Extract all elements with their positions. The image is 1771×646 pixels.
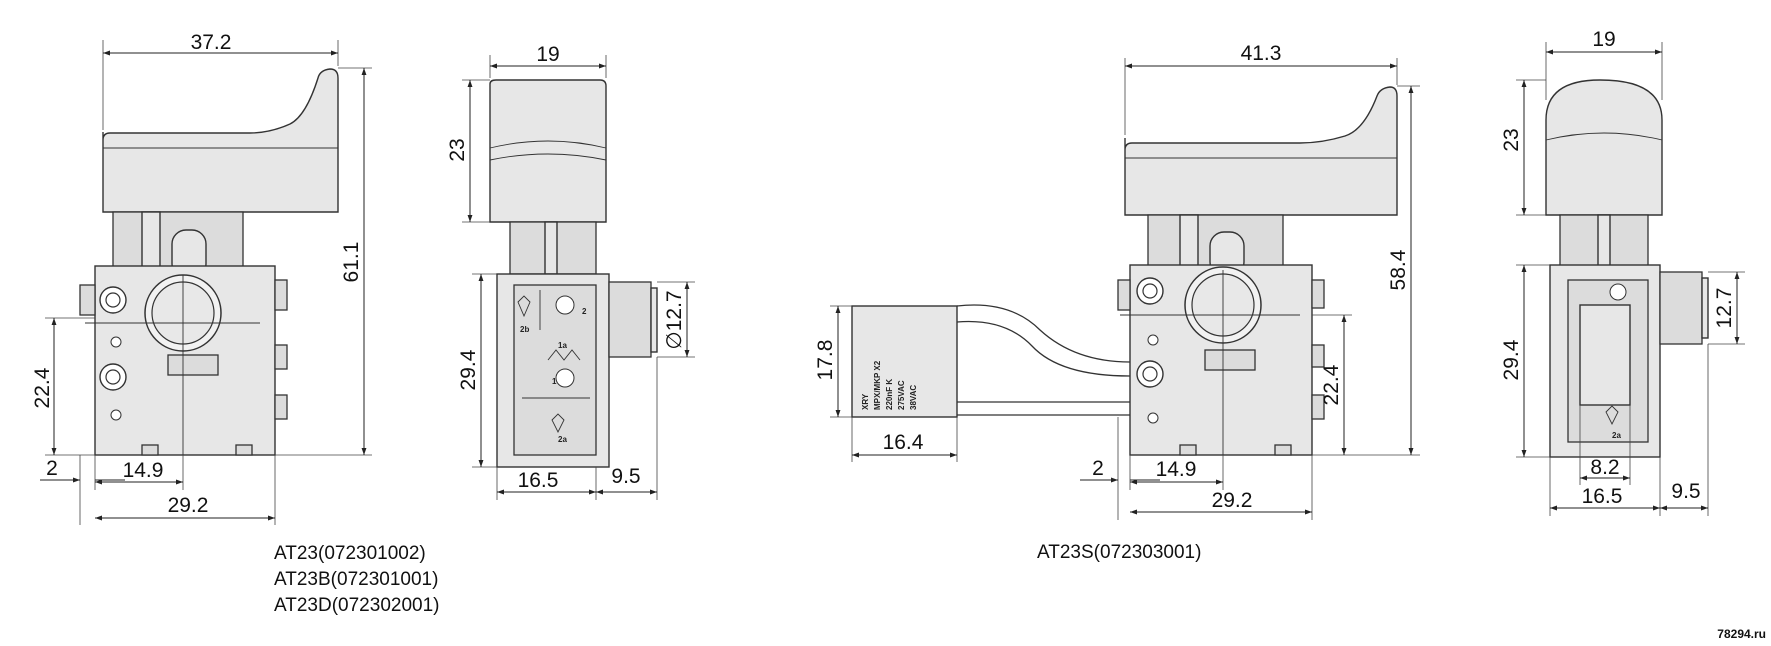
at23s-side-width-shaft-label: 9.5 (1671, 480, 1700, 503)
capacitor-label-line-2: 275VAC (897, 380, 906, 410)
at23s-screw-top-icon (1136, 277, 1164, 305)
at23-side-trigger (489, 79, 607, 223)
at23-screw-bottom-icon (99, 363, 127, 391)
capacitor-wire-top (956, 304, 1131, 363)
at23s-capacitor: MPX/MKP X2 220nF K 275VAC XRY 38VAC 17.8… (814, 304, 1131, 462)
at23-front-screw-spacing-label: 14.9 (123, 459, 164, 482)
at23-terminal-1a: 1a (558, 341, 567, 350)
at23s-side-shaft (1659, 271, 1703, 345)
at23-side-height-trigger-label: 23 (446, 138, 469, 161)
at23-model-list: AT23(072301002) AT23B(072301001) AT23D(0… (274, 543, 439, 616)
capacitor-label-line-1: 220nF K (885, 379, 894, 410)
at23-side-width-shaft-label: 9.5 (611, 465, 640, 488)
at23-front-height-lower-label: 22.4 (31, 367, 54, 408)
at23-screw-top-icon (99, 286, 127, 314)
capacitor-label-line-3: XRY (861, 393, 870, 410)
capacitor-wire-top-inner (956, 320, 1131, 377)
at23s-side-view: 2a 19 23 29.4 12.7 8.2 16.5 9.5 (1500, 28, 1745, 516)
at23-terminal-1: 1 (552, 377, 557, 386)
at23-side-width-top-label: 19 (536, 43, 559, 66)
at23-model-2: AT23D(072302001) (274, 595, 439, 616)
at23-trigger (102, 68, 339, 213)
capacitor-body (851, 305, 958, 418)
at23-terminal-2: 2 (582, 307, 587, 316)
at23-front-height-total-label: 61.1 (340, 242, 363, 283)
at23s-front-width-top-label: 41.3 (1241, 42, 1282, 65)
at23s-front-height-lower-label: 22.4 (1320, 364, 1343, 405)
at23s-side-inner-width-label: 8.2 (1590, 456, 1619, 479)
at23s-front-height-total-label: 58.4 (1387, 249, 1410, 290)
at23s-side-width-body-label: 16.5 (1582, 485, 1623, 508)
at23s-side-height-trigger-label: 23 (1500, 128, 1523, 151)
at23-terminal-2b: 2b (520, 325, 529, 334)
at23-side-height-body-label: 29.4 (457, 349, 480, 390)
at23s-side-shaft-height-label: 12.7 (1713, 288, 1736, 329)
at23s-model-0: AT23S(072303001) (1037, 542, 1201, 563)
watermark: 78294.ru (1717, 627, 1766, 641)
at23-model-0: AT23(072301002) (274, 543, 426, 564)
at23s-side-width-top-label: 19 (1592, 28, 1615, 51)
capacitor-label-line-0: MPX/MKP X2 (873, 360, 882, 410)
at23-side-width-body-label: 16.5 (518, 469, 559, 492)
at23s-terminal-2a: 2a (1612, 431, 1621, 440)
at23-side-view: 2 1a 1 2b 2a 19 23 29.4 ∅12.7 16.5 9.5 (446, 43, 695, 500)
at23-front-offset-left-label: 2 (46, 457, 58, 480)
at23-front-view: 37.2 61.1 22.4 2 14.9 29.2 (31, 31, 372, 525)
capacitor-height-label: 17.8 (814, 340, 837, 381)
at23s-side-height-body-label: 29.4 (1500, 339, 1523, 380)
at23s-screw-bottom-icon (1136, 360, 1164, 388)
at23-side-shaft-diameter-label: ∅12.7 (663, 290, 686, 349)
at23s-front-width-base-label: 29.2 (1212, 489, 1253, 512)
at23-front-width-top-label: 37.2 (191, 31, 232, 54)
at23s-front-view: 41.3 58.4 22.4 2 14.9 29.2 (1080, 42, 1420, 520)
at23-front-width-base-label: 29.2 (168, 494, 209, 517)
at23-side-shaft (608, 281, 652, 358)
at23-model-1: AT23B(072301001) (274, 569, 438, 590)
at23s-trigger (1124, 86, 1398, 216)
capacitor-label-line-4: 38VAC (909, 385, 918, 410)
at23s-side-trigger (1545, 79, 1663, 216)
at23s-front-offset-left-label: 2 (1092, 457, 1104, 480)
capacitor-width-label: 16.4 (883, 431, 924, 454)
at23s-front-screw-spacing-label: 14.9 (1156, 458, 1197, 481)
at23-terminal-2a: 2a (558, 435, 567, 444)
